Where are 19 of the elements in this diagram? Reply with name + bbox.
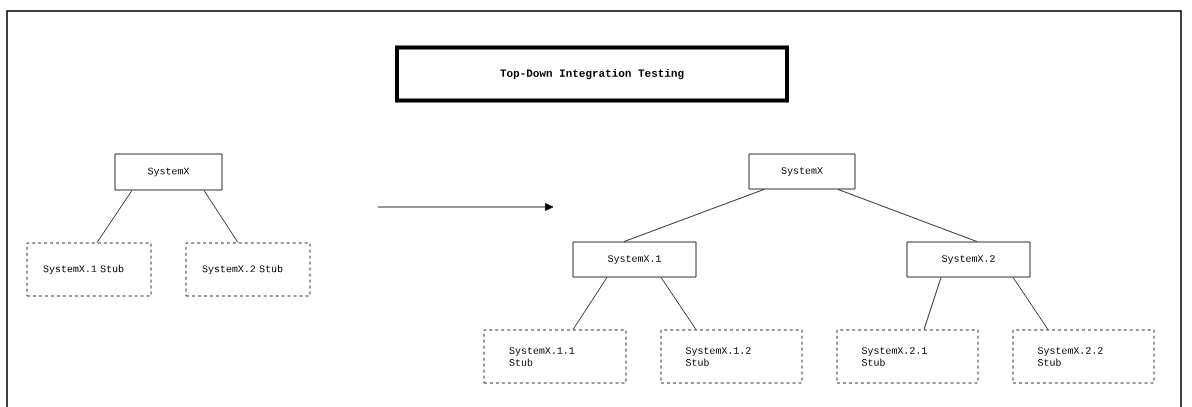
connector-line xyxy=(837,189,978,242)
module-box: SystemX xyxy=(114,153,223,191)
stub-box: SystemX.1 Stub xyxy=(26,242,152,297)
title-box: Top-Down Integration Testing xyxy=(395,45,789,103)
connector-line xyxy=(1012,277,1049,330)
stub-box: SystemX.1.1 Stub xyxy=(483,329,627,384)
module-box: SystemX.1 xyxy=(572,241,697,278)
connector-line xyxy=(572,277,608,330)
connector-line xyxy=(203,190,239,243)
connector-line xyxy=(660,277,697,330)
connector-line xyxy=(623,189,765,242)
stub-box: SystemX.1.2 Stub xyxy=(660,329,803,384)
connector-line xyxy=(923,277,942,330)
stub-box: SystemX.2.2 Stub xyxy=(1012,329,1155,384)
module-box: SystemX xyxy=(748,153,856,190)
module-box: SystemX.2 xyxy=(906,241,1031,278)
connector-line xyxy=(96,190,133,243)
stub-box: SystemX.2 Stub xyxy=(185,242,311,297)
stub-box: SystemX.2.1 Stub xyxy=(836,329,979,384)
